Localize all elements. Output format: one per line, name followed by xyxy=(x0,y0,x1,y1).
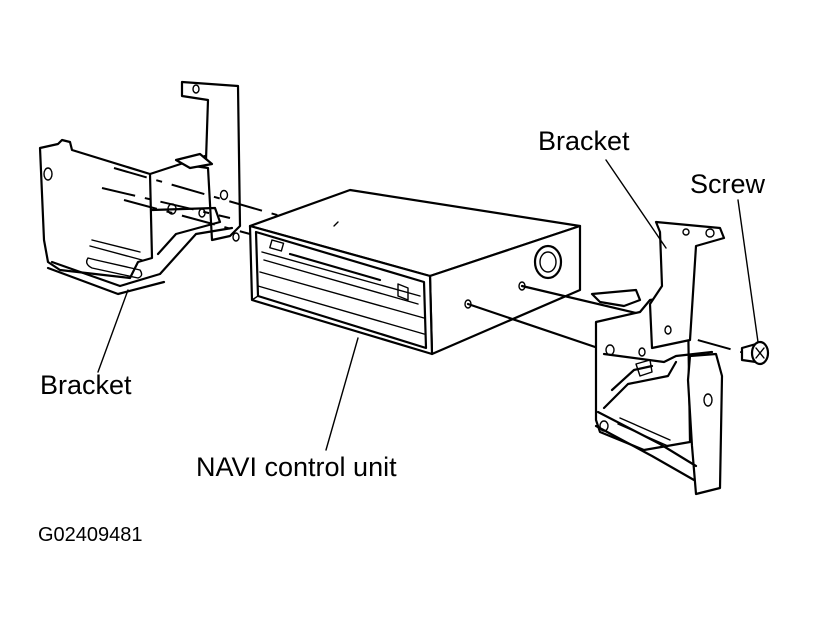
navi-control-unit xyxy=(248,188,582,356)
right-bracket xyxy=(590,220,726,496)
left-bracket-label: Bracket xyxy=(40,370,132,400)
navi-control-unit-label: NAVI control unit xyxy=(196,452,397,482)
left-bracket xyxy=(38,80,242,296)
screw-label: Screw xyxy=(690,169,766,199)
figure-code: G02409481 xyxy=(38,524,143,546)
screw xyxy=(740,340,770,366)
right-bracket-label: Bracket xyxy=(538,126,630,156)
leader-lines xyxy=(97,159,759,451)
